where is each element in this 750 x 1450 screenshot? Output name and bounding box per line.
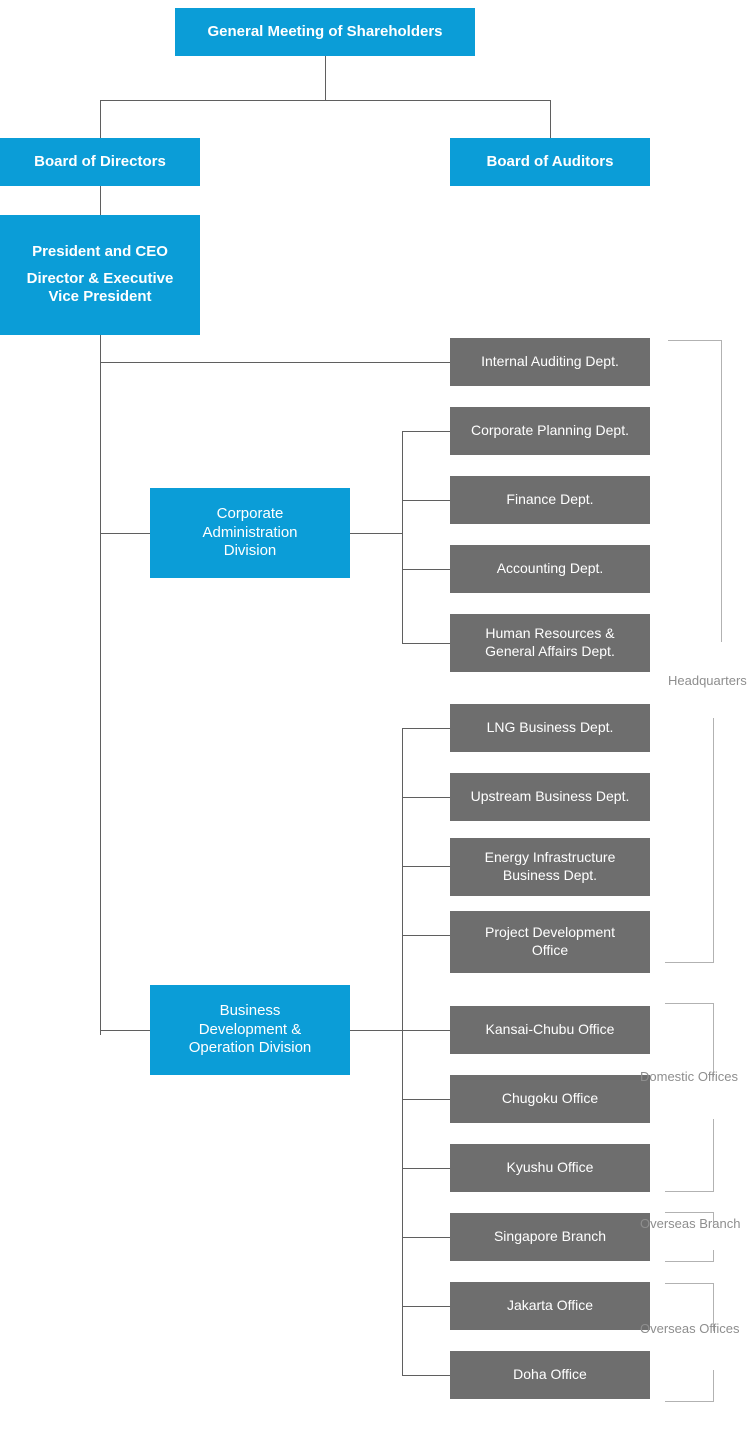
node-general-meeting-of-shareholders[interactable]: General Meeting of Shareholders	[175, 8, 475, 56]
bracket-headquarters-spine	[721, 340, 722, 642]
connector-busdev-upstream	[402, 797, 450, 798]
node-label: Upstream Business Dept.	[470, 788, 630, 805]
connector-to-internal-auditing	[100, 362, 450, 363]
node-upstream-business-dept[interactable]: Upstream Business Dept.	[450, 773, 650, 821]
node-doha-office[interactable]: Doha Office	[450, 1351, 650, 1399]
bracket-overseas-branch-top	[665, 1212, 714, 1213]
node-label: General Meeting of Shareholders	[207, 22, 443, 40]
connector-busdev-doha	[402, 1375, 450, 1376]
node-label-line2: Business Dept.	[502, 867, 598, 883]
node-corporate-administration-division[interactable]: Corporate Administration Division	[150, 488, 350, 578]
node-label: Kansai-Chubu Office	[485, 1021, 615, 1038]
bracket-domestic-bottom	[665, 1191, 714, 1192]
node-label: Jakarta Office	[506, 1297, 594, 1314]
node-label: Corporate Planning Dept.	[471, 422, 629, 439]
connector-to-business-dev	[100, 1030, 150, 1031]
node-board-of-directors[interactable]: Board of Directors	[0, 138, 200, 186]
connector-top-bus	[100, 100, 550, 101]
bracket-overseas-branch-bottom	[665, 1261, 714, 1262]
node-kansai-chubu-office[interactable]: Kansai-Chubu Office	[450, 1006, 650, 1054]
president-secondary-line2: Vice President	[48, 288, 152, 306]
division-label-line3: Operation Division	[188, 1039, 312, 1057]
node-label: Chugoku Office	[501, 1090, 599, 1107]
bracket-overseas-offices-top	[665, 1283, 714, 1284]
connector-corpadmin-out	[350, 533, 402, 534]
connector-corpadmin-bus	[402, 431, 403, 643]
node-human-resources-general-affairs-dept[interactable]: Human Resources & General Affairs Dept.	[450, 614, 650, 672]
connector-corpadmin-finance	[402, 500, 450, 501]
node-internal-auditing-dept[interactable]: Internal Auditing Dept.	[450, 338, 650, 386]
connector-bod-to-president	[100, 186, 101, 215]
connector-shareholders-down	[325, 56, 326, 100]
division-label-line1: Business	[219, 1001, 281, 1019]
bracket-group-two-bottom	[665, 962, 714, 963]
node-energy-infrastructure-business-dept[interactable]: Energy Infrastructure Business Dept.	[450, 838, 650, 896]
node-president-and-ceo[interactable]: President and CEO Director & Executive V…	[0, 215, 200, 335]
division-label-line2: Administration	[202, 523, 298, 541]
node-label-line1: Energy Infrastructure	[484, 849, 616, 866]
node-chugoku-office[interactable]: Chugoku Office	[450, 1075, 650, 1123]
bracket-overseas-offices-spine-lower	[713, 1370, 714, 1402]
connector-to-corporate-admin	[100, 533, 150, 534]
node-kyushu-office[interactable]: Kyushu Office	[450, 1144, 650, 1192]
node-label: Accounting Dept.	[496, 560, 604, 577]
connector-busdev-bus	[402, 728, 403, 1376]
node-label-line2: Office	[531, 942, 569, 958]
connector-corpadmin-hr	[402, 643, 450, 644]
connector-corpadmin-accounting	[402, 569, 450, 570]
node-label: Finance Dept.	[506, 491, 594, 508]
bracket-label-overseas-offices: Overseas Offices	[640, 1321, 740, 1336]
connector-busdev-kyushu	[402, 1168, 450, 1169]
node-label: Board of Directors	[34, 152, 166, 170]
node-corporate-planning-dept[interactable]: Corporate Planning Dept.	[450, 407, 650, 455]
bracket-overseas-branch-spine-lower	[713, 1250, 714, 1262]
division-label-line1: Corporate	[216, 504, 284, 522]
connector-to-board-of-auditors	[550, 100, 551, 138]
bracket-overseas-offices-bottom	[665, 1401, 714, 1402]
connector-busdev-lng	[402, 728, 450, 729]
bracket-headquarters-top	[668, 340, 722, 341]
connector-busdev-project	[402, 935, 450, 936]
node-label: Internal Auditing Dept.	[481, 353, 619, 370]
connector-busdev-energy	[402, 866, 450, 867]
connector-busdev-singapore	[402, 1237, 450, 1238]
connector-busdev-out	[350, 1030, 402, 1031]
bracket-overseas-offices-spine-upper	[713, 1283, 714, 1331]
connector-corpadmin-planning	[402, 431, 450, 432]
node-label-line1: Project Development	[485, 924, 615, 941]
node-label: Board of Auditors	[486, 152, 614, 170]
connector-busdev-chugoku	[402, 1099, 450, 1100]
node-label-line2: General Affairs Dept.	[485, 643, 615, 659]
node-finance-dept[interactable]: Finance Dept.	[450, 476, 650, 524]
node-label: LNG Business Dept.	[486, 719, 614, 736]
connector-busdev-jakarta	[402, 1306, 450, 1307]
node-jakarta-office[interactable]: Jakarta Office	[450, 1282, 650, 1330]
node-board-of-auditors[interactable]: Board of Auditors	[450, 138, 650, 186]
bracket-domestic-top	[665, 1003, 714, 1004]
bracket-label-headquarters: Headquarters	[668, 673, 747, 688]
bracket-overseas-branch-spine-upper	[713, 1212, 714, 1224]
division-label-line2: Development &	[198, 1020, 302, 1038]
division-label-line3: Division	[223, 542, 277, 560]
bracket-group-two-spine	[713, 718, 714, 963]
bracket-domestic-spine-lower	[713, 1119, 714, 1192]
node-label: Doha Office	[513, 1366, 587, 1383]
bracket-label-overseas-branch: Overseas Branch	[640, 1216, 741, 1231]
president-secondary-line1: Director & Executive	[26, 269, 174, 287]
node-lng-business-dept[interactable]: LNG Business Dept.	[450, 704, 650, 752]
node-label: Singapore Branch	[493, 1228, 607, 1245]
node-business-development-operation-division[interactable]: Business Development & Operation Divisio…	[150, 985, 350, 1075]
node-singapore-branch[interactable]: Singapore Branch	[450, 1213, 650, 1261]
node-label: Kyushu Office	[506, 1159, 594, 1176]
connector-busdev-kansai	[402, 1030, 450, 1031]
bracket-domestic-spine-upper	[713, 1003, 714, 1077]
connector-to-board-of-directors	[100, 100, 101, 138]
node-accounting-dept[interactable]: Accounting Dept.	[450, 545, 650, 593]
president-title: President and CEO	[32, 242, 168, 260]
bracket-label-domestic-offices: Domestic Offices	[640, 1069, 739, 1084]
node-project-development-office[interactable]: Project Development Office	[450, 911, 650, 973]
connector-left-spine	[100, 335, 101, 1035]
node-label-line1: Human Resources &	[485, 625, 615, 642]
